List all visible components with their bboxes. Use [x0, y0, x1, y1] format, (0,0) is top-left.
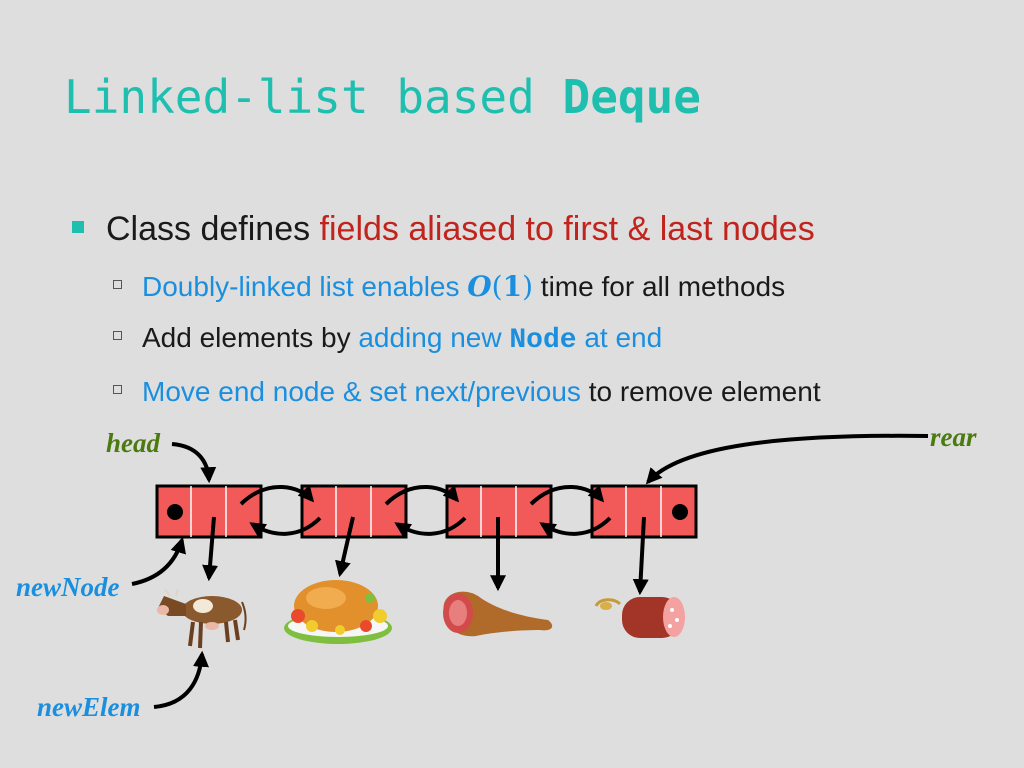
ham-leg-icon [443, 591, 553, 637]
next-arrow [529, 485, 605, 506]
next-arrow [384, 485, 460, 506]
null-pointer-dot [167, 504, 183, 520]
new-elem-arrow [153, 650, 209, 709]
hollow-square-bullet-icon [113, 385, 122, 395]
new-elem-label: newElem [37, 692, 141, 722]
element-pointer [335, 516, 355, 578]
element-pointer [632, 516, 649, 596]
sub-3-rest: to remove element [580, 376, 821, 407]
cow-icon [157, 588, 247, 649]
prev-arrow [539, 516, 612, 538]
list-node-1 [155, 484, 263, 539]
next-arrow [239, 485, 315, 506]
sub-bullet-1: Doubly-linked list enables O(1) time for… [113, 270, 785, 303]
sub-bullet-2: Add elements by adding new Node at end [113, 322, 662, 356]
bullet-1: Class defines fields aliased to first & … [72, 210, 815, 249]
null-pointer-dot [672, 504, 688, 520]
sub-3-highlight: Move end node & set next/previous [142, 376, 581, 407]
roast-turkey-icon [284, 580, 392, 644]
square-bullet-icon [72, 221, 84, 234]
paren-open: ( [491, 270, 503, 303]
head-arrow [171, 442, 217, 484]
title-code: Deque [562, 70, 701, 124]
sub-2-plain: Add elements by [142, 322, 359, 353]
sub-bullet-3: Move end node & set next/previous to rem… [113, 376, 821, 408]
prev-arrow [394, 516, 467, 538]
hollow-square-bullet-icon [113, 280, 122, 290]
sub-2-tail: at end [576, 322, 663, 353]
prev-arrow [249, 516, 322, 538]
rear-arrow [645, 433, 929, 485]
bullet-1-highlight: fields aliased to first & last nodes [319, 210, 815, 248]
bullet-list: Class defines fields aliased to first & … [72, 210, 821, 408]
head-label: head [106, 428, 161, 458]
element-pointer [202, 516, 219, 582]
sub-1-highlight: Doubly-linked list enables [142, 271, 468, 302]
sub-1-rest: time for all methods [533, 271, 786, 302]
rear-label: rear [930, 422, 977, 452]
slide-title: Linked-list based Deque [64, 70, 701, 124]
hollow-square-bullet-icon [113, 331, 122, 341]
constant-one: 1 [502, 270, 523, 303]
title-text: Linked-list based [64, 70, 563, 124]
sub-2-highlight: adding new [358, 322, 510, 353]
big-o: O [467, 270, 492, 303]
list-node-2 [300, 484, 408, 539]
sausage-icon [594, 597, 685, 638]
bullet-1-plain: Class defines [106, 210, 320, 248]
new-node-label: newNode [16, 572, 120, 602]
new-node-arrow [131, 536, 186, 586]
paren-close: ) [522, 270, 534, 303]
sub-2-code: Node [509, 325, 577, 356]
